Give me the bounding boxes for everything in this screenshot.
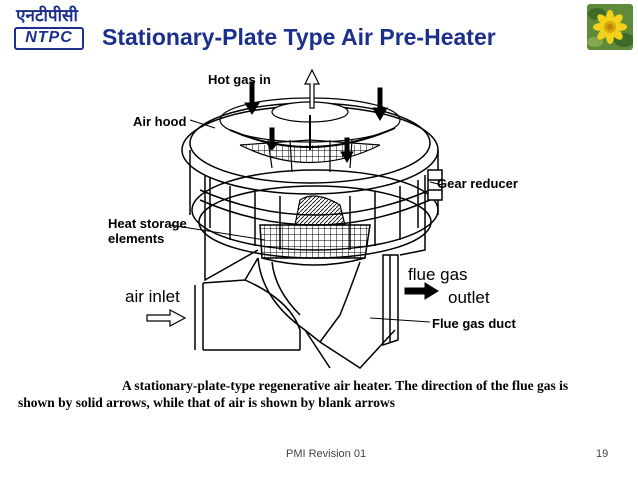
- label-air-inlet: air inlet: [125, 287, 180, 306]
- page-number: 19: [596, 448, 609, 460]
- heat-storage-elements-block: [259, 195, 371, 266]
- label-heat-storage: Heat storage: [108, 216, 187, 231]
- label-hot-gas-in: Hot gas in: [208, 72, 271, 87]
- label-flue-gas: flue gas: [408, 265, 468, 284]
- ntpc-logo: एनटीपीसी NTPC: [6, 6, 88, 50]
- label-leader-lines: [169, 119, 443, 323]
- flue-gas-outlet-duct: [382, 254, 399, 347]
- label-air-hood: Air hood: [133, 114, 186, 129]
- air-flow-arrows: [146, 68, 320, 327]
- label-gear-reducer: Gear reducer: [437, 176, 518, 191]
- label-outlet: outlet: [448, 288, 490, 307]
- slide-title: Stationary-Plate Type Air Pre-Heater: [102, 24, 496, 50]
- air-preheater-diagram: Hot gas in Air hood Gear reducer Heat st…: [108, 68, 518, 369]
- caption-line-2: shown by solid arrows, while that of air…: [18, 395, 395, 410]
- logo-ntpc-text: NTPC: [25, 29, 73, 46]
- footer-revision: PMI Revision 01: [286, 448, 367, 460]
- air-inlet-duct: [194, 257, 301, 351]
- caption-line-1: A stationary-plate-type regenerative air…: [122, 378, 569, 393]
- flue-gas-arrows: [244, 81, 439, 300]
- logo-frame: [14, 27, 84, 50]
- logo-hindi-text: एनटीपीसी: [16, 6, 78, 26]
- label-flue-gas-duct: Flue gas duct: [432, 316, 516, 331]
- label-elements: elements: [108, 231, 164, 246]
- flower-emblem-image: [587, 4, 633, 50]
